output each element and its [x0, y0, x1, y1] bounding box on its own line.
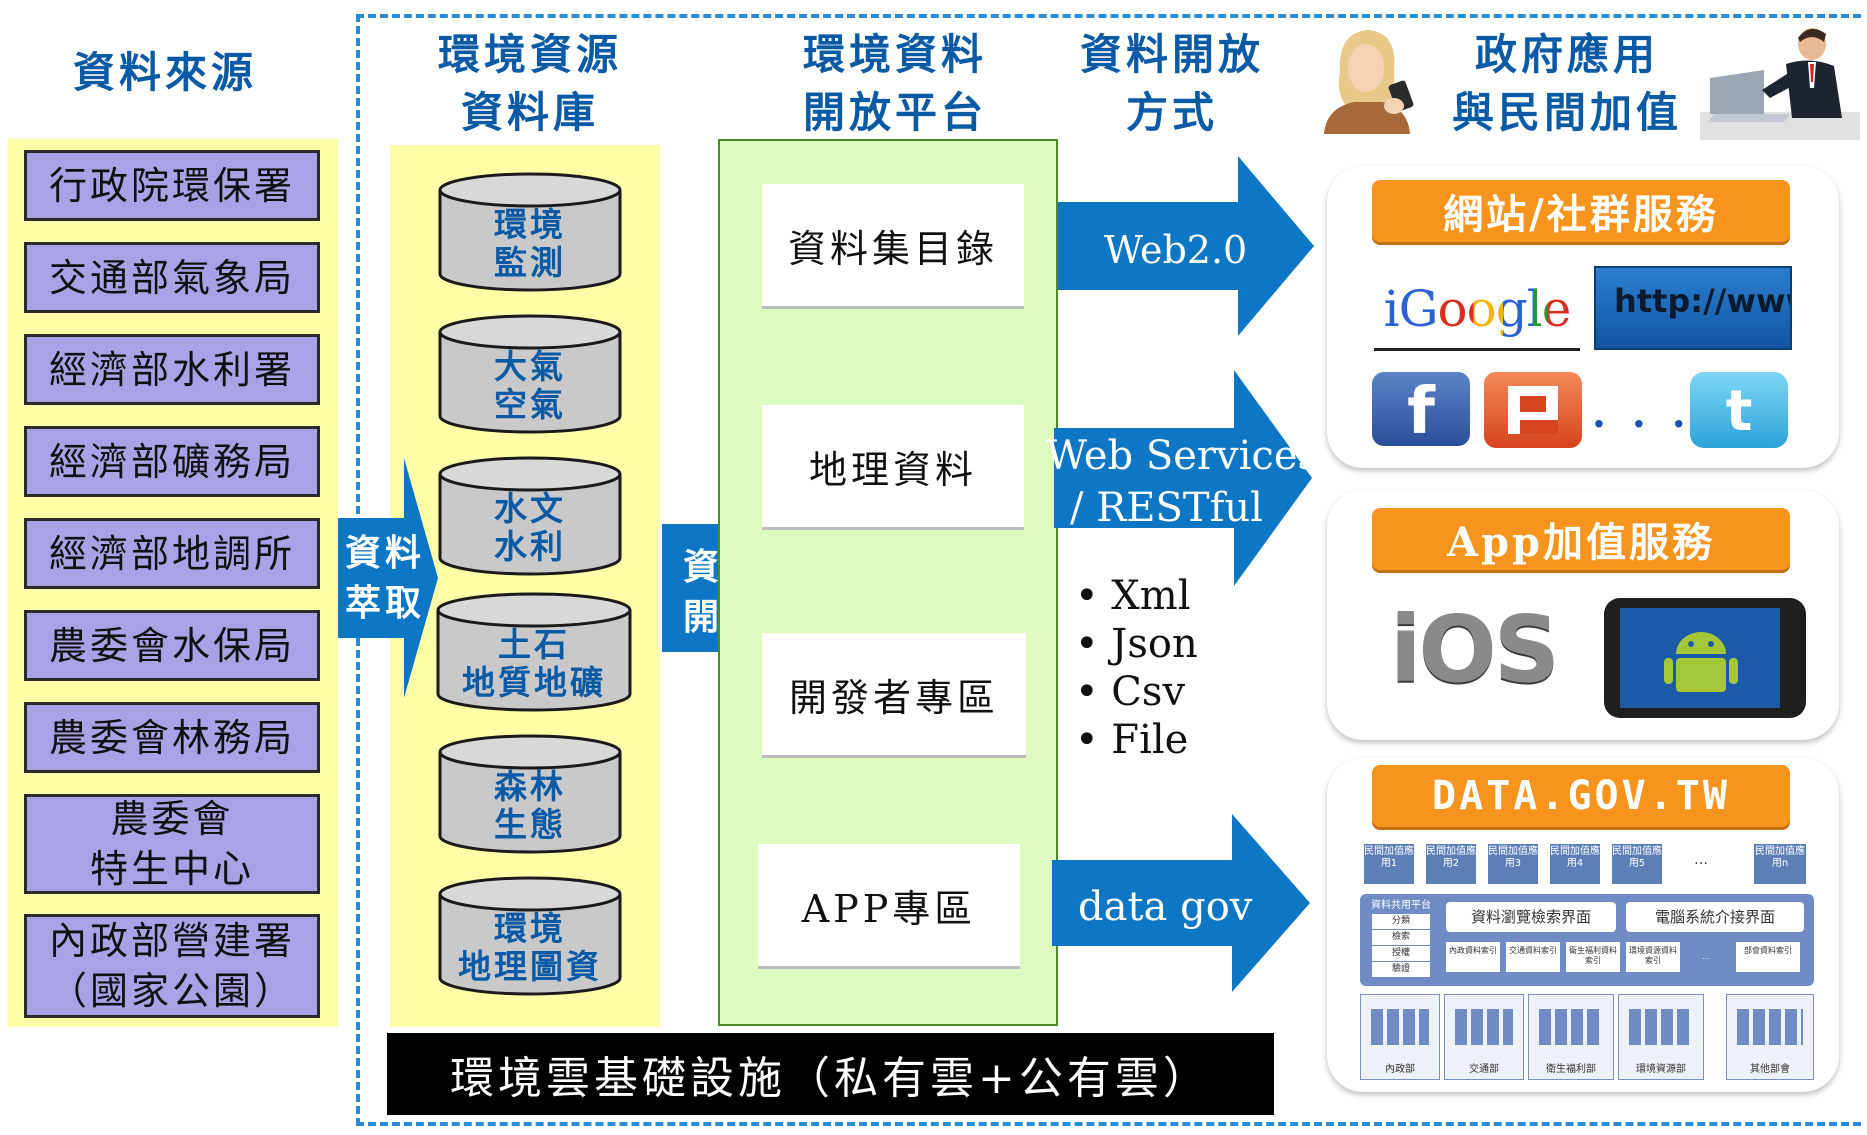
- datagov-search-interface: 資料瀏覽檢索界面: [1446, 902, 1616, 932]
- platform-app-zone: APP專區: [758, 844, 1020, 969]
- datagov-platform-layer: 資料共用平台 分類 檢索 授權 驗證 資料瀏覽檢索界面 電腦系統介接界面 內政資…: [1360, 894, 1814, 986]
- datagov-app-3: 民間加值應用3: [1488, 844, 1538, 884]
- method-web20: Web2.0: [1104, 228, 1248, 272]
- datagov-app-ellipsis: …: [1694, 852, 1708, 868]
- datagov-app-row: 民間加值應用1 民間加值應用2 民間加值應用3 民間加值應用4 民間加值應用5 …: [1358, 844, 1818, 888]
- platform-dataset-catalog: 資料集目錄: [762, 184, 1024, 309]
- header-method: 資料開放方式: [1079, 30, 1264, 137]
- format-json: • Json: [1075, 621, 1198, 667]
- businessman-laptop-illustration: [1700, 18, 1860, 140]
- format-xml: • Xml: [1075, 573, 1191, 619]
- source-geological: 經濟部地調所: [24, 518, 320, 589]
- source-forestry: 農委會林務局: [24, 702, 320, 773]
- header-sources: 資料來源: [72, 48, 257, 97]
- social-services-title: 網站/社群服務: [1372, 180, 1790, 242]
- igoogle-logo: iGoogle: [1374, 270, 1580, 351]
- datagov-dept-5: 其他部會: [1726, 994, 1814, 1080]
- extract-arrow: [338, 458, 438, 698]
- datagov-dept-2: 交通部: [1444, 994, 1524, 1080]
- source-mining: 經濟部礦務局: [24, 426, 320, 497]
- database-geology: 土石地質地礦: [436, 592, 632, 712]
- platform-geographic-data: 地理資料: [762, 405, 1024, 530]
- database-forest-ecology: 森林生態: [438, 734, 622, 854]
- database-air-quality: 大氣空氣: [438, 314, 622, 434]
- source-cwb: 交通部氣象局: [24, 242, 320, 313]
- source-wra: 經濟部水利署: [24, 334, 320, 405]
- datagov-index-row: 內政資料索引 交通資料索引 衛生福利資料索引 環境資源資料索引 … 部會資料索引: [1446, 942, 1806, 978]
- method-datagov: data gov: [1078, 884, 1253, 930]
- datagov-dept-row: 內政部 交通部 衛生福利部 環境資源部 其他部會: [1360, 994, 1814, 1080]
- database-gis: 環境地理圖資: [438, 876, 622, 996]
- twitter-icon[interactable]: t: [1690, 372, 1788, 448]
- datagov-dept-4: 環境資源部: [1618, 994, 1704, 1080]
- source-endemic-species: 農委會特生中心: [24, 794, 320, 894]
- datagov-app-1: 民間加值應用1: [1364, 844, 1414, 884]
- database-hydrology: 水文水利: [438, 456, 622, 576]
- android-phone-icon: [1604, 598, 1806, 718]
- database-environmental-monitoring: 環境監測: [438, 172, 622, 292]
- ios-logo: iOS: [1390, 596, 1560, 703]
- datagov-app-n: 民間加值應用n: [1754, 844, 1806, 884]
- datagov-app-4: 民間加值應用4: [1550, 844, 1600, 884]
- infrastructure-bar: 環境雲基礎設施（私有雲+公有雲）: [387, 1033, 1274, 1115]
- facebook-icon[interactable]: f: [1372, 372, 1470, 449]
- datagov-platform-side: 資料共用平台 分類 檢索 授權 驗證: [1364, 898, 1438, 982]
- datagov-app-2: 民間加值應用2: [1426, 844, 1476, 884]
- extract-arrow-label: 資料萃取: [344, 532, 425, 624]
- datagov-api-interface: 電腦系統介接界面: [1626, 902, 1804, 932]
- datagov-title: DATA.GOV.TW: [1372, 765, 1790, 827]
- web20-arrow: [1058, 156, 1314, 336]
- datagov-dept-3: 衛生福利部: [1528, 994, 1614, 1080]
- http-www-logo: http://www: [1594, 266, 1792, 350]
- woman-phone-illustration: [1310, 22, 1426, 134]
- datagov-architecture: 民間加值應用1 民間加值應用2 民間加值應用3 民間加值應用4 民間加值應用5 …: [1358, 840, 1818, 1084]
- source-national-parks: 內政部營建署（國家公園）: [24, 914, 320, 1018]
- source-epa: 行政院環保署: [24, 150, 320, 221]
- header-database: 環境資源資料庫: [437, 30, 622, 137]
- source-swcb: 農委會水保局: [24, 610, 320, 681]
- platform-developer-zone: 開發者專區: [762, 633, 1026, 758]
- datagov-arrow: [1052, 814, 1310, 992]
- method-web-services: Web Services / RESTful: [1046, 433, 1319, 531]
- plurk-icon[interactable]: [1484, 372, 1582, 448]
- datagov-app-5: 民間加值應用5: [1612, 844, 1662, 884]
- more-services-dots: . . .: [1592, 390, 1692, 437]
- header-platform: 環境資料開放平台: [802, 30, 987, 137]
- header-apps: 政府應用與民間加值: [1451, 30, 1682, 137]
- format-file: • File: [1075, 717, 1189, 763]
- datagov-dept-1: 內政部: [1360, 994, 1440, 1080]
- format-csv: • Csv: [1075, 669, 1186, 715]
- web-services-arrow: [1054, 370, 1312, 586]
- app-services-title: App加值服務: [1372, 508, 1790, 570]
